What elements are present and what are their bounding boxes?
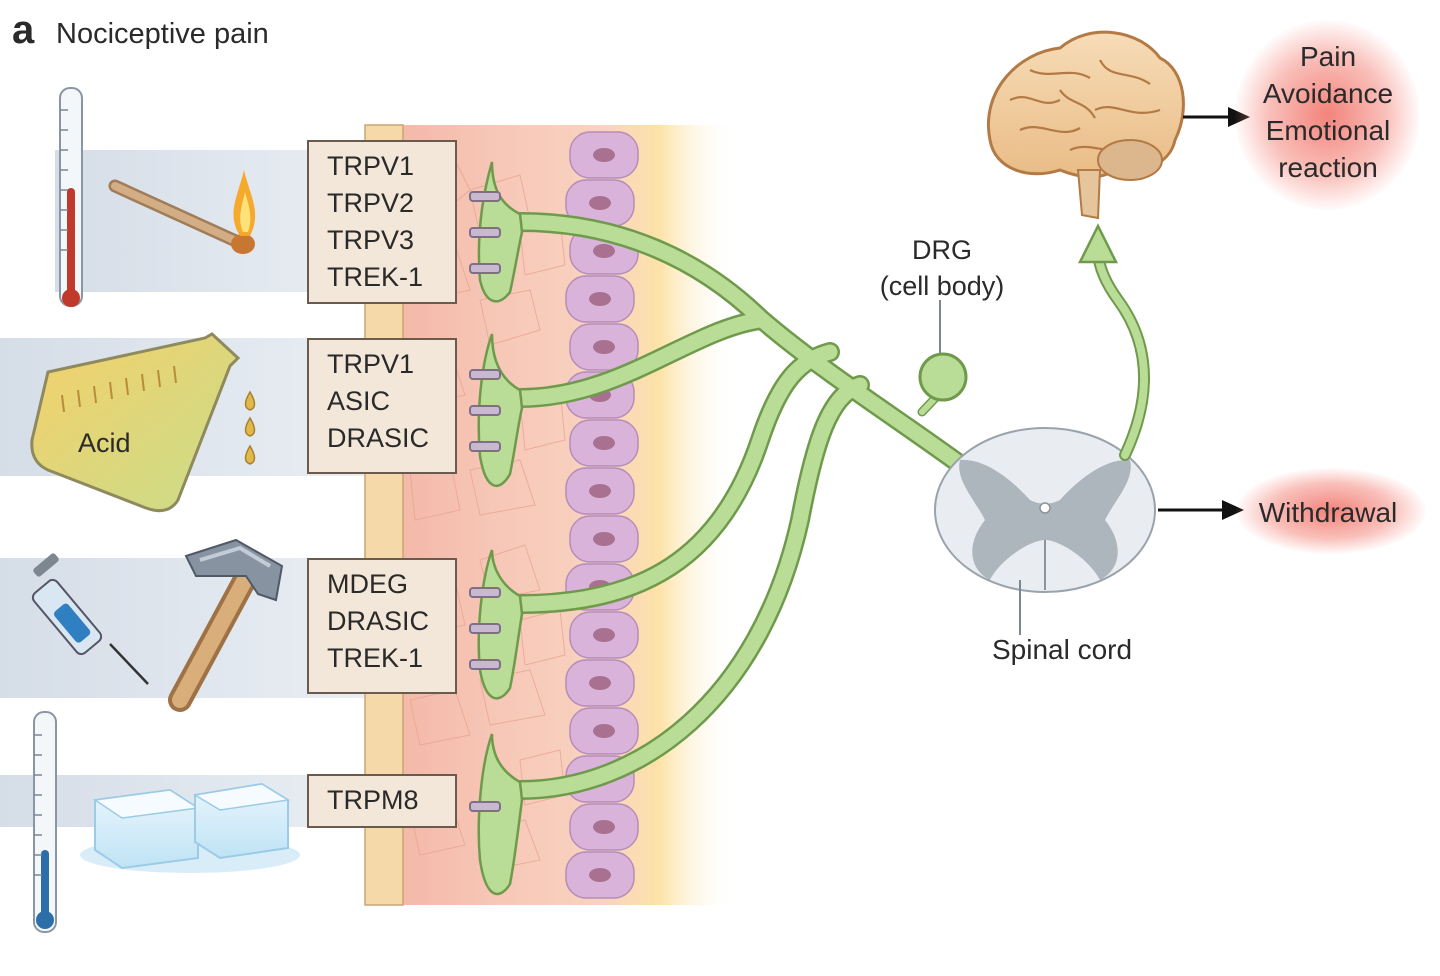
syringe-icon: [31, 553, 149, 685]
spinal-cord-icon: [934, 427, 1156, 635]
receptor-box-heat: TRPV1 TRPV2 TRPV3 TREK-1: [307, 140, 457, 304]
receptor-label: TREK-1: [327, 643, 424, 673]
mechanical-stimulus: [31, 538, 284, 712]
receptor-box-acid: TRPV1 ASIC DRASIC: [307, 338, 457, 474]
arrows: [1158, 107, 1250, 520]
drg-label-line1: DRG: [912, 235, 972, 265]
cold-stimulus: [33, 711, 300, 933]
panel-letter: a: [12, 8, 35, 52]
hot-thermometer-icon: [59, 87, 83, 307]
flask-acid-label: Acid: [78, 428, 131, 458]
drg-cell-body: [917, 300, 968, 417]
receptor-box-cold: TRPM8: [307, 774, 457, 828]
receptor-label: DRASIC: [327, 423, 430, 453]
receptor-box-mechanical: MDEG DRASIC TREK-1: [307, 558, 457, 694]
drg-label: DRG (cell body): [862, 232, 1022, 304]
ascending-pathway: [1077, 223, 1150, 461]
figure-title: Nociceptive pain: [56, 18, 269, 50]
withdrawal-outcome-glow: [1236, 468, 1426, 554]
heat-stimulus: [59, 87, 256, 307]
receptor-label: TRPV2: [327, 188, 415, 218]
acid-stimulus: Acid: [30, 332, 256, 513]
match-icon: [108, 170, 256, 254]
flask-icon: [30, 332, 241, 513]
pain-outcome-glow: [1235, 20, 1420, 210]
acid-drops-icon: [244, 390, 256, 465]
hammer-icon: [168, 538, 284, 712]
receptor-label: DRASIC: [327, 606, 430, 636]
receptor-label: TRPM8: [327, 785, 419, 815]
outcome-reaction: reaction: [1278, 152, 1378, 183]
receptor-label: MDEG: [327, 569, 408, 599]
receptor-label: ASIC: [327, 386, 391, 416]
nerve-ending-4: [477, 733, 524, 896]
receptor-label: TREK-1: [327, 262, 424, 292]
spinal-cord-label: Spinal cord: [992, 634, 1133, 665]
ice-cubes-icon: [80, 782, 300, 873]
outcome-emotional: Emotional: [1265, 115, 1391, 146]
receptor-channels: [469, 191, 501, 812]
outcome-avoidance: Avoidance: [1262, 78, 1394, 109]
nociceptor-fibers: [510, 212, 975, 800]
receptor-label: TRPV1: [327, 349, 415, 379]
cold-thermometer-icon: [33, 711, 57, 933]
withdrawal-outcome: Withdrawal: [1258, 497, 1398, 528]
drg-label-line2: (cell body): [879, 271, 1005, 301]
receptor-label: TRPV1: [327, 151, 415, 181]
brain-icon: [987, 30, 1185, 220]
brain-outcomes: Pain Avoidance Emotional reaction: [1248, 38, 1408, 186]
outcome-pain: Pain: [1299, 41, 1357, 72]
receptor-label: TRPV3: [327, 225, 415, 255]
